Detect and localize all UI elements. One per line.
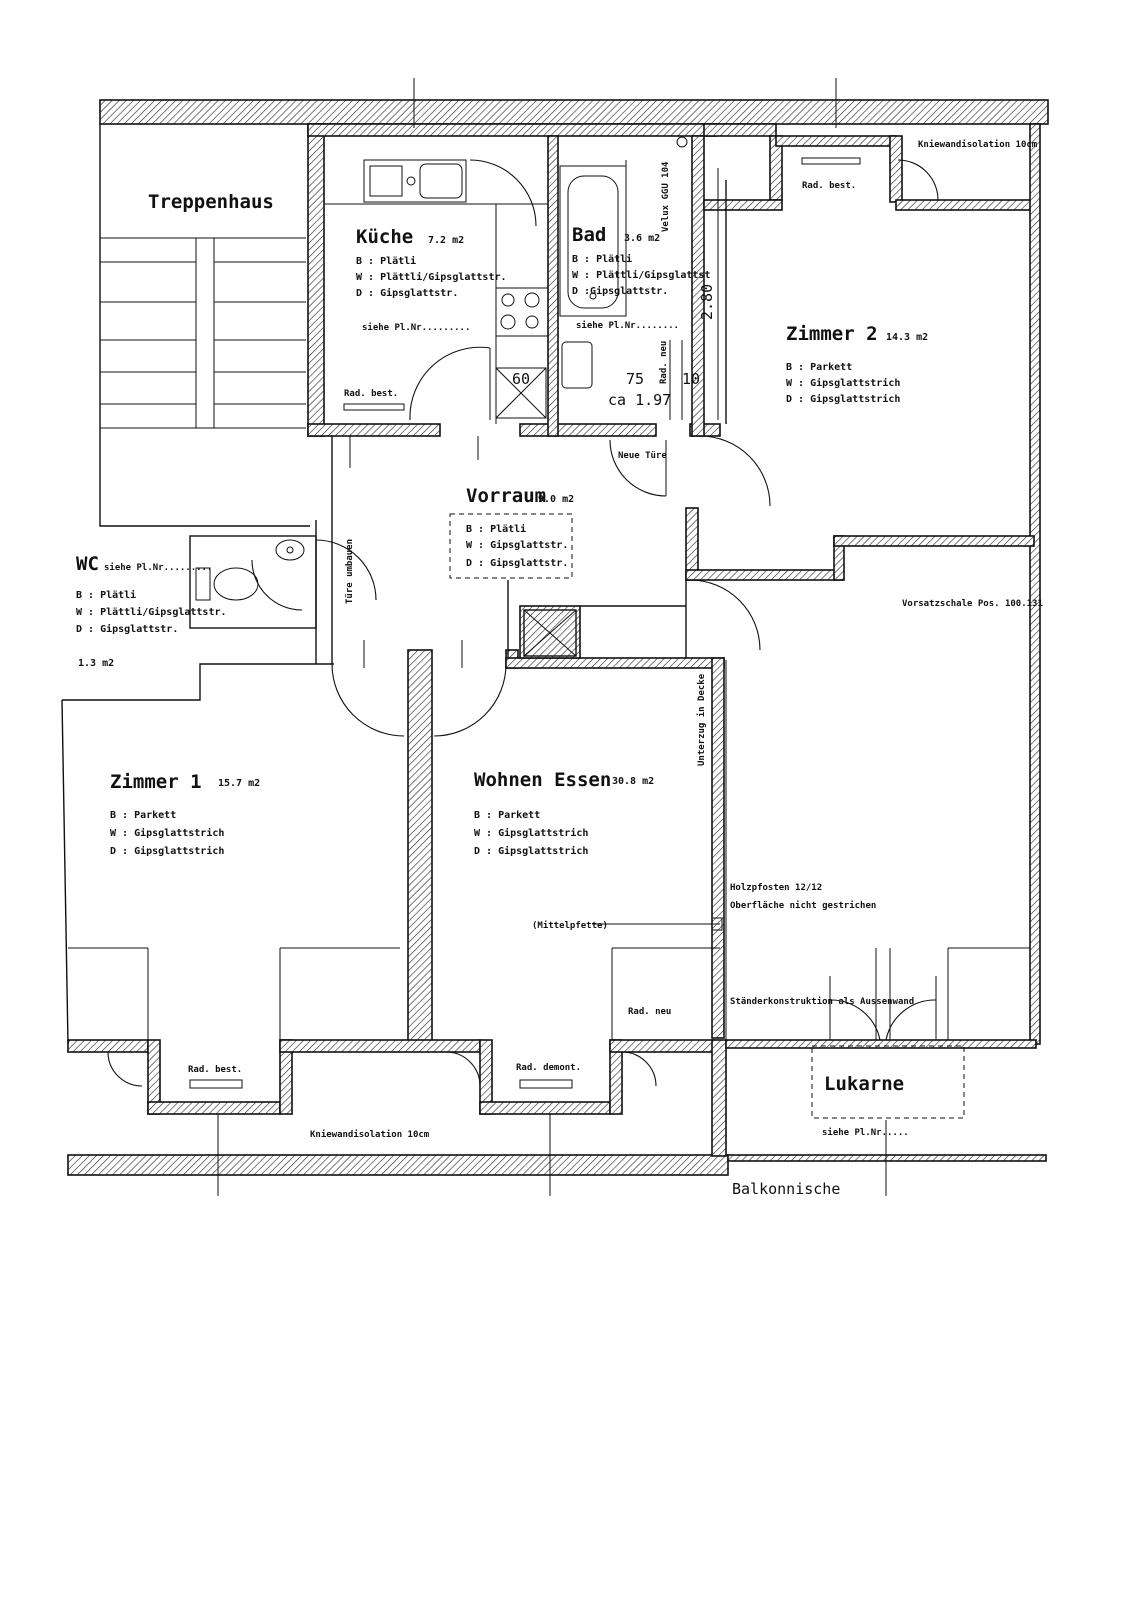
wohnen-radiator-new: Rad. neu <box>628 1007 671 1017</box>
vorsatzschale-label: Vorsatzschale Pos. 100.131 <box>902 599 1043 609</box>
room2-walls <box>685 123 1041 1045</box>
dim-60: 60 <box>512 370 530 388</box>
lukarne-label: Lukarne <box>824 1073 904 1095</box>
bath-fixtures <box>559 160 683 420</box>
velux-label: Velux GGU 104 <box>661 161 671 232</box>
vorraum-label: Vorraum <box>466 485 546 507</box>
wc-ceiling: D : Gipsglattstr. <box>76 623 178 635</box>
wc-wall: W : Plättli/Gipsglattstr. <box>76 606 227 618</box>
labels: Treppenhaus Küche 7.2 m2 B : Plätli W : … <box>76 139 1043 1198</box>
door-swings <box>107 159 939 1087</box>
balkonnische-label: Balkonnische <box>732 1180 840 1198</box>
kueche-label: Küche <box>356 226 413 248</box>
bottom-walls <box>67 1039 1037 1157</box>
treppenhaus-label: Treppenhaus <box>148 191 274 213</box>
mittelpfette-label: (Mittelpfette) <box>532 920 608 931</box>
zimmer1-ceiling: D : Gipsglattstrich <box>110 845 224 857</box>
zimmer2-ceiling: D : Gipsglattstrich <box>786 393 900 405</box>
zimmer2-area: 14.3 m2 <box>886 332 928 343</box>
bath-radiator-label: Rad. neu <box>659 341 669 384</box>
hall-details <box>449 513 577 657</box>
wohnen-ceiling: D : Gipsglattstrich <box>474 845 588 857</box>
zimmer1-floor: B : Parkett <box>110 810 176 821</box>
wohnen-floor: B : Parkett <box>474 810 540 821</box>
wc-label: WC <box>76 553 99 575</box>
wohnen-wall: W : Gipsglattstrich <box>474 827 588 839</box>
wohnen-radiator-demont: Rad. demont. <box>516 1063 581 1073</box>
zimmer2-floor: B : Parkett <box>786 362 852 373</box>
vorraum-ceiling: D : Gipsglattstr. <box>466 557 568 569</box>
kitchen-bath-walls <box>307 123 721 437</box>
kniewand-top-label: Kniewandisolation 10cm <box>918 139 1038 150</box>
new-door-label: Neue Türe <box>618 451 667 461</box>
dim-75: 75 <box>626 370 644 388</box>
bad-area: 3.6 m2 <box>624 233 660 244</box>
outline-lines <box>61 124 727 1045</box>
holzpfosten-label: Holzpfosten 12/12 <box>730 883 822 893</box>
wohnen-area: 30.8 m2 <box>612 776 654 787</box>
bad-wall: W : Plättli/Gipsglattst <box>572 269 710 281</box>
staircase <box>100 237 306 429</box>
radiators <box>189 157 861 1089</box>
kitchen-fixtures <box>324 159 549 424</box>
unterzug-label: Unterzug in Decke <box>696 673 707 766</box>
dim-10: 10 <box>682 370 700 388</box>
hall-living-walls <box>407 605 725 1047</box>
zimmer1-label: Zimmer 1 <box>110 771 202 793</box>
kueche-area: 7.2 m2 <box>428 235 464 246</box>
exterior-walls <box>67 99 1049 1176</box>
wc-ref: siehe Pl.Nr......... <box>104 562 212 573</box>
zimmer1-area: 15.7 m2 <box>218 778 260 789</box>
vorraum-area: 9.0 m2 <box>538 494 574 505</box>
zimmer2-wall: W : Gipsglattstrich <box>786 377 900 389</box>
zimmer1-wall: W : Gipsglattstrich <box>110 827 224 839</box>
bad-ceiling: D :Gipsglattstr. <box>572 285 668 297</box>
bad-floor: B : Plätli <box>572 253 632 265</box>
wc-area: 1.3 m2 <box>78 658 114 669</box>
kueche-floor: B : Plätli <box>356 255 416 267</box>
kueche-wall: W : Plättli/Gipsglattstr. <box>356 271 507 283</box>
kniewand-bottom-label: Kniewandisolation 10cm <box>310 1129 430 1140</box>
bad-label: Bad <box>572 224 606 246</box>
lukarne-details <box>68 660 1030 1119</box>
lukarne-ref: siehe Pl.Nr..... <box>822 1127 909 1138</box>
zimmer2-radiator: Rad. best. <box>802 181 856 191</box>
vorraum-wall: W : Gipsglattstr. <box>466 539 568 551</box>
wohnen-label: Wohnen Essen <box>474 769 611 791</box>
oberflaeche-label: Oberfläche nicht gestrichen <box>730 900 876 911</box>
kueche-ref: siehe Pl.Nr......... <box>362 322 470 333</box>
kueche-radiator: Rad. best. <box>344 389 398 399</box>
wc-floor: B : Plätli <box>76 589 136 601</box>
zimmer1-radiator: Rad. best. <box>188 1065 242 1075</box>
dim-280: 2.80 <box>698 284 716 320</box>
kueche-ceiling: D : Gipsglattstr. <box>356 287 458 299</box>
bad-ref: siehe Pl.Nr........ <box>576 320 679 331</box>
vorraum-floor: B : Plätli <box>466 523 526 535</box>
staender-label: Ständerkonstruktion als Aussenwand <box>730 996 914 1007</box>
dim-ca: ca 1.97 <box>608 391 671 409</box>
door-rebuild-label: Türe umbauen <box>345 539 355 604</box>
zimmer2-label: Zimmer 2 <box>786 323 878 345</box>
axis-lines <box>217 78 887 1196</box>
